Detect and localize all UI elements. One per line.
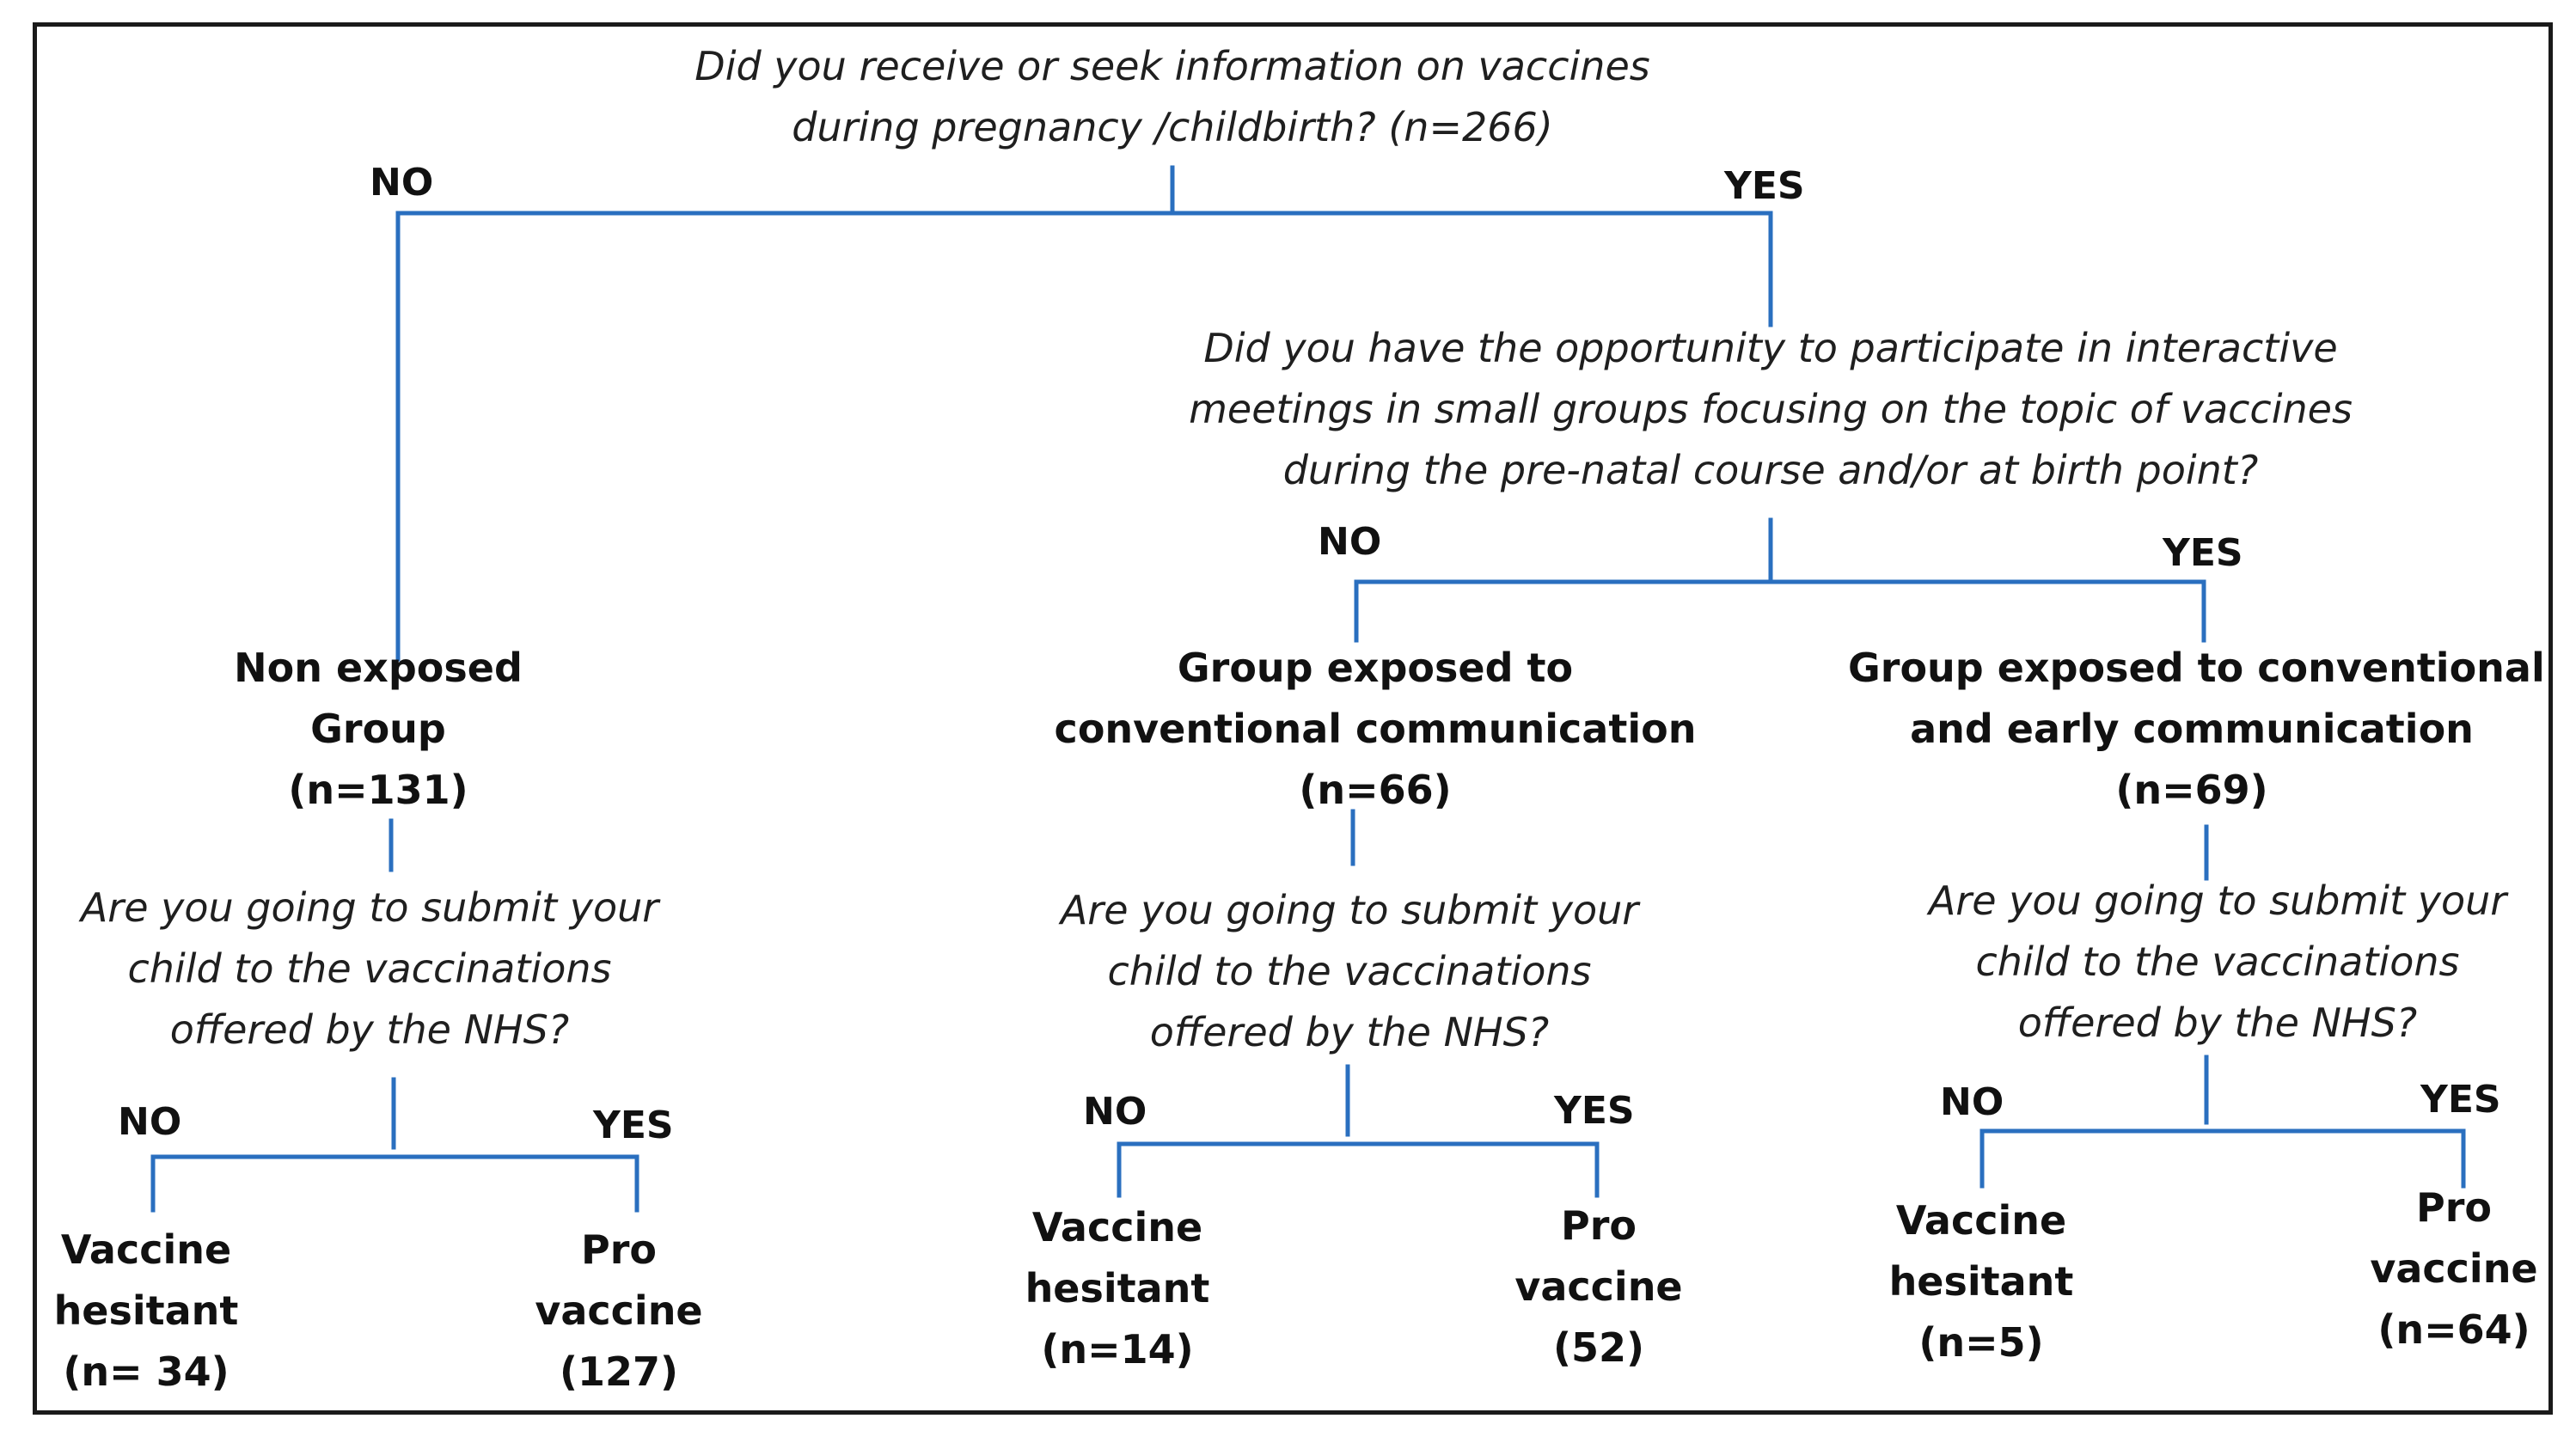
group-1-question-line: offered by the NHS? [169, 1006, 570, 1053]
group-3-title-line: and early communication [1910, 706, 2474, 752]
group-2-yes-outcome-line: Pro [1560, 1202, 1637, 1249]
group-3-question: Are you going to submit your child to th… [1882, 871, 2553, 1054]
group-2-yes-label: YES [1554, 1089, 1635, 1133]
group-2-question-line: child to the vaccinations [1107, 948, 1592, 994]
group-1-title-line: Group [310, 706, 446, 752]
group-1-no-outcome-line: (n= 34) [63, 1348, 229, 1395]
second-question: Did you have the opportunity to particip… [1178, 318, 2364, 501]
group-3-no-outcome-line: Vaccine [1895, 1197, 2067, 1244]
group-3-no-label: NO [1940, 1080, 2004, 1124]
group-2-no-label: NO [1083, 1090, 1147, 1134]
group-1-question-line: Are you going to submit your [80, 884, 659, 931]
group-1-yes-outcome-line: vaccine [535, 1287, 703, 1334]
group-2-question: Are you going to submit your child to th… [1014, 880, 1685, 1063]
group-3-question-line: Are you going to submit your [1928, 877, 2507, 924]
group-2-no-outcome: Vaccine hesitant (n=14) [988, 1197, 1246, 1380]
root-question: Did you receive or seek information on v… [657, 36, 1688, 158]
group-1-yes-label: YES [593, 1104, 674, 1147]
group-1-yes-outcome: Pro vaccine (127) [503, 1220, 735, 1403]
diagram-frame [33, 22, 2553, 1415]
group-2-no-outcome-line: Vaccine [1031, 1204, 1203, 1250]
group-1-question: Are you going to submit your child to th… [34, 877, 705, 1061]
group-1-no-label: NO [118, 1100, 182, 1144]
group-1-title: Non exposed Group (n=131) [120, 638, 636, 821]
group-2-yes-outcome-line: vaccine [1514, 1263, 1683, 1310]
second-no-label: NO [1318, 520, 1382, 564]
group-2-title-line: (n=66) [1299, 767, 1452, 813]
group-3-yes-label: YES [2420, 1078, 2501, 1122]
group-2-no-outcome-line: hesitant [1025, 1265, 1210, 1312]
group-2-question-line: offered by the NHS? [1149, 1009, 1550, 1055]
second-yes-label: YES [2163, 531, 2243, 575]
root-no-label: NO [370, 161, 434, 205]
group-3-question-line: child to the vaccinations [1975, 939, 2460, 985]
group-1-no-outcome-line: hesitant [53, 1287, 239, 1334]
group-3-no-outcome: Vaccine hesitant (n=5) [1848, 1190, 2114, 1373]
group-1-title-line: (n=131) [288, 767, 468, 813]
group-3-no-outcome-line: (n=5) [1918, 1319, 2044, 1366]
group-3-yes-outcome-line: Pro [2415, 1184, 2492, 1231]
group-3-title-line: (n=69) [2115, 767, 2268, 813]
group-3-title: Group exposed to conventional and early … [1848, 638, 2545, 821]
group-3-question-line: offered by the NHS? [2017, 1000, 2418, 1046]
group-1-no-outcome: Vaccine hesitant (n= 34) [0, 1220, 292, 1403]
group-3-title-line: Group exposed to conventional [1848, 645, 2545, 691]
second-question-line: meetings in small groups focusing on the… [1189, 386, 2353, 432]
group-1-question-line: child to the vaccinations [127, 945, 612, 992]
group-2-question-line: Are you going to submit your [1060, 887, 1639, 933]
group-1-yes-outcome-line: Pro [580, 1226, 657, 1273]
root-question-line: Did you receive or seek information on v… [694, 43, 1650, 89]
group-2-yes-outcome: Pro vaccine (52) [1478, 1195, 1719, 1379]
group-2-title-line: conventional communication [1054, 706, 1697, 752]
group-3-yes-outcome-line: (n=64) [2377, 1306, 2530, 1353]
second-question-line: during the pre-natal course and/or at bi… [1282, 447, 2259, 493]
group-3-yes-outcome: Pro vaccine (n=64) [2355, 1177, 2553, 1360]
group-3-no-outcome-line: hesitant [1888, 1258, 2074, 1305]
group-1-no-outcome-line: Vaccine [60, 1226, 232, 1273]
second-question-line: Did you have the opportunity to particip… [1203, 325, 2338, 371]
group-2-yes-outcome-line: (52) [1552, 1324, 1645, 1371]
group-2-no-outcome-line: (n=14) [1041, 1326, 1194, 1373]
group-1-yes-outcome-line: (127) [559, 1348, 679, 1395]
group-1-title-line: Non exposed [234, 645, 523, 691]
group-2-title: Group exposed to conventional communicat… [1031, 638, 1719, 821]
root-yes-label: YES [1724, 164, 1805, 208]
root-question-line: during pregnancy /childbirth? (n=266) [792, 104, 1553, 150]
group-3-yes-outcome-line: vaccine [2370, 1245, 2538, 1292]
group-2-title-line: Group exposed to [1177, 645, 1574, 691]
